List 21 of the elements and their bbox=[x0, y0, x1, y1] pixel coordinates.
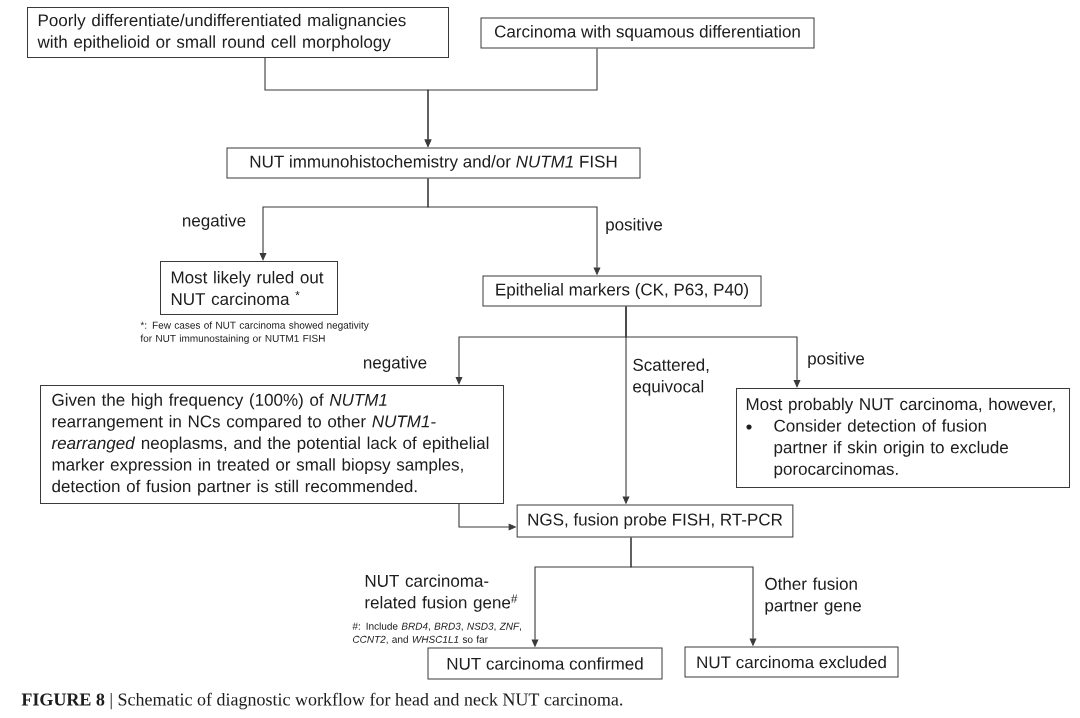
edge-label: Other fusion partner gene bbox=[765, 577, 861, 615]
edge-label: negative bbox=[364, 356, 427, 372]
process-box: Given the high frequency (100%) of NUTM1 rearrangement in NCs compared to other NUTM1-rearranged neoplasms, and the potential lack of epithelial marker expression in treated or small biopsy samples, detection of fusion partner is still recommended. bbox=[40, 385, 504, 504]
process-box: Epithelial markers (CK, P63, P40) bbox=[482, 275, 762, 307]
process-box: Most probably NUT carcinoma, however, Consider detection of fusion partner if skin origin to exclude porocarcinomas. bbox=[736, 388, 1070, 488]
start-box: Poorly differentiate/undifferentiated malignancies with epithelioid or small round cell morphology bbox=[27, 7, 449, 58]
edge-label: Scattered, equivocal bbox=[633, 358, 709, 396]
edge-label: positive bbox=[606, 218, 663, 234]
process-box: NUT immunohistochemistry and/or NUTM1 FISH bbox=[226, 147, 641, 179]
figure-caption: FIGURE 8 | Schematic of diagnostic workflow for head and neck NUT carcinoma. bbox=[21, 692, 623, 710]
edge-label: NUT carcinoma-related fusion gene$^{#}$ bbox=[365, 574, 518, 612]
process-box: Most likely ruled out NUT carcinoma $^{*}$ bbox=[160, 261, 338, 315]
footnote: #: Include BRD4, BRD3, NSD3, ZNF, CCNT2, and WHSC1L1 so far bbox=[352, 622, 521, 645]
edge-label: positive bbox=[808, 352, 865, 368]
arrow bbox=[625, 305, 801, 388]
result-box: NUT carcinoma confirmed bbox=[427, 647, 663, 680]
footnote: *: Few cases of NUT carcinoma showed negativity for NUT immunostaining or NUTM1 FISH bbox=[140, 321, 369, 344]
result-box: NUT carcinoma excluded bbox=[684, 646, 899, 678]
edge-label: negative bbox=[183, 214, 246, 230]
start-box: Carcinoma with squamous differentiation bbox=[480, 17, 815, 49]
process-box: NGS, fusion probe FISH, RT-PCR bbox=[516, 504, 794, 538]
